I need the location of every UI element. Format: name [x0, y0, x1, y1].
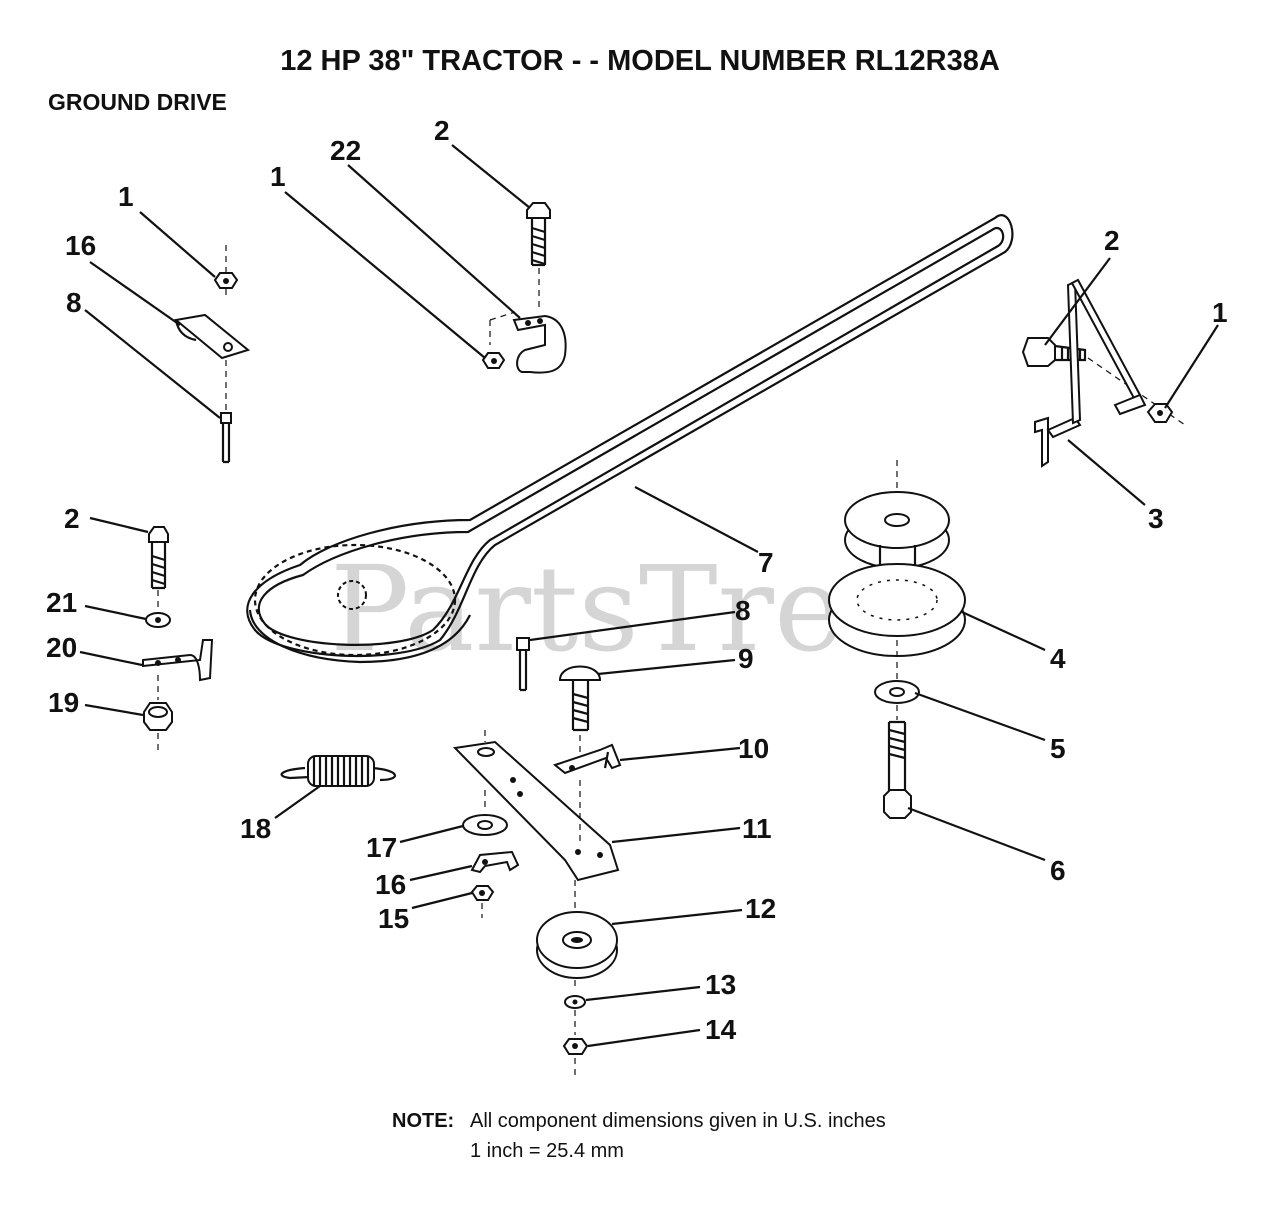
callout-14: 14 [705, 1014, 737, 1045]
section-title: GROUND DRIVE [48, 89, 227, 115]
callout-2: 2 [64, 503, 80, 534]
washer-part-5 [874, 640, 920, 704]
watermark: PartsTree [330, 540, 914, 678]
callout-11: 11 [742, 813, 772, 844]
bracket-part-16-lower [470, 850, 520, 874]
washer-part-21 [145, 612, 171, 628]
drive-belt [246, 214, 1014, 664]
bolt-part-8-upper [220, 360, 232, 464]
bracket-part-16-upper [173, 313, 251, 360]
nut-part-15 [470, 885, 495, 918]
callout-7: 7 [758, 547, 774, 578]
callout-13: 13 [705, 969, 736, 1000]
callout-15: 15 [378, 903, 409, 934]
callout-6: 6 [1050, 855, 1066, 886]
bolt-part-8-lower [516, 637, 530, 692]
callout-1: 1 [270, 161, 286, 192]
rod-part-3 [1034, 278, 1147, 468]
spring-part-18 [280, 755, 396, 787]
callout-22: 22 [330, 135, 361, 166]
callout-17: 17 [366, 832, 397, 863]
callout-9: 9 [738, 643, 754, 674]
carriage-bolt-part-9 [558, 665, 602, 760]
nut-part-1-right [1146, 403, 1174, 423]
nut-part-1-middle [481, 352, 506, 369]
bolt-part-6 [883, 705, 912, 819]
callout-4: 4 [1050, 643, 1066, 674]
nut-part-19 [143, 675, 173, 752]
callout-3: 3 [1148, 503, 1164, 534]
note-line-2: 1 inch = 25.4 mm [470, 1140, 624, 1162]
callout-5: 5 [1050, 733, 1066, 764]
idler-pulley-part-12 [536, 911, 618, 979]
bracket-part-22 [489, 311, 567, 374]
callout-labels: 1 16 8 1 22 2 2 1 3 7 4 5 6 2 21 20 19 8… [46, 115, 1228, 1045]
bracket-part-10 [552, 743, 622, 775]
note-line-1: All component dimensions given in U.S. i… [470, 1110, 886, 1132]
callout-2: 2 [1104, 225, 1120, 256]
note-label: NOTE: [392, 1110, 454, 1132]
dimension-note: NOTE: All component dimensions given in … [392, 1110, 886, 1162]
bolt-part-2-left [148, 526, 169, 610]
callout-8: 8 [66, 287, 82, 318]
nut-part-1-left [213, 245, 239, 300]
callout-2: 2 [434, 115, 450, 146]
callout-18: 18 [240, 813, 271, 844]
callout-20: 20 [46, 632, 77, 663]
nut-part-14 [562, 1010, 589, 1078]
callout-19: 19 [48, 687, 79, 718]
leader-lines [79, 144, 1219, 1048]
callout-1: 1 [1212, 297, 1228, 328]
diagram-title: 12 HP 38" TRACTOR - - MODEL NUMBER RL12R… [280, 45, 1000, 77]
callout-16: 16 [375, 869, 406, 900]
washer-part-13 [564, 980, 586, 1009]
idler-arm-part-11 [452, 730, 620, 910]
callout-12: 12 [745, 893, 776, 924]
callout-16: 16 [65, 230, 96, 261]
spacer-part-17 [462, 790, 508, 836]
pulley-part-4 [828, 460, 966, 657]
callout-1: 1 [118, 181, 134, 212]
bolt-part-2-upper [526, 202, 551, 312]
callout-10: 10 [738, 733, 769, 764]
bracket-part-20 [142, 639, 214, 682]
callout-21: 21 [46, 587, 77, 618]
callout-8: 8 [735, 595, 751, 626]
